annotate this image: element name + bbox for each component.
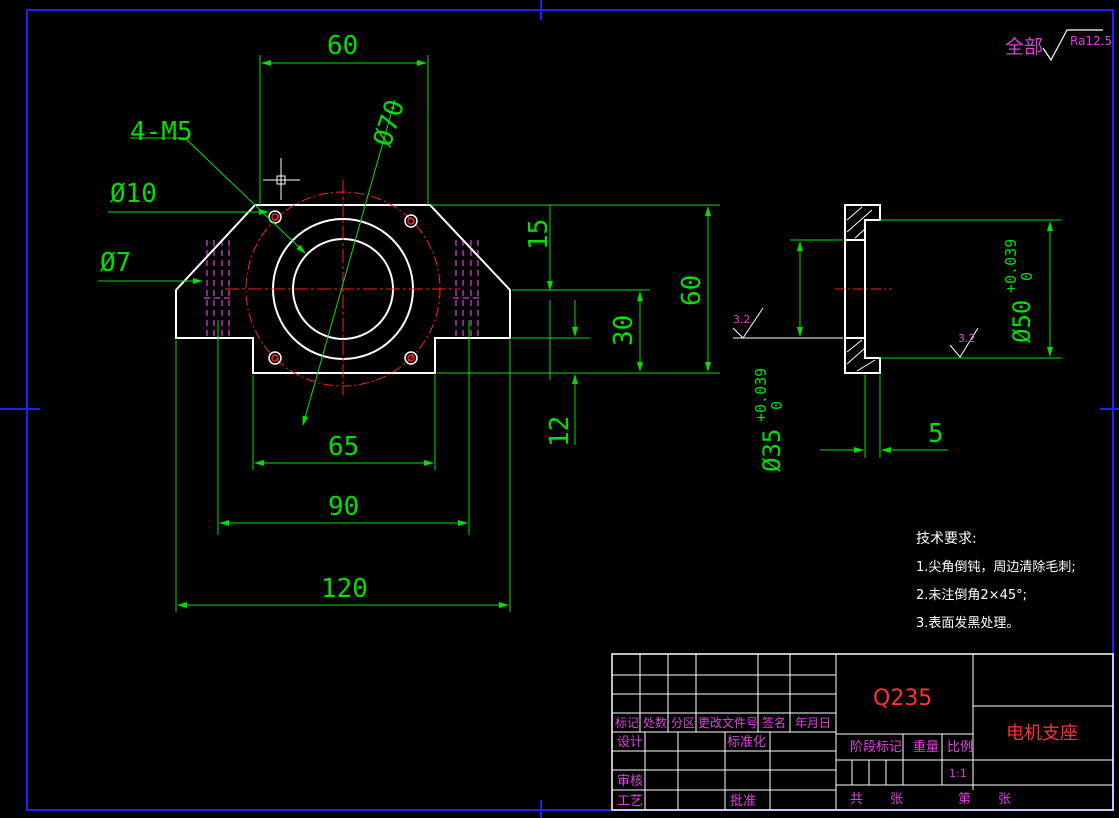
- tech-requirements: 技术要求: 1.尖角倒钝，周边清除毛刺; 2.未注倒角2×45°; 3.表面发黑…: [916, 531, 1076, 631]
- tb-total-label: 共: [850, 792, 863, 807]
- hidden-holes: [204, 240, 481, 340]
- bore-35-value: Ø35: [758, 429, 786, 472]
- section-view: 3.2 3.2 Ø35 +0.039 0 Ø50 +0.039 0 5: [732, 204, 1062, 472]
- bore-50-value: Ø50: [1008, 300, 1036, 343]
- support-outline: [175, 204, 511, 374]
- cad-crosshair: [263, 158, 300, 200]
- roughness-value: Ra12.5: [1070, 34, 1112, 48]
- material-value: Q235: [873, 686, 932, 711]
- section-hatching: [846, 206, 876, 372]
- dim-thk5: 5: [928, 419, 944, 449]
- front-dimension-lines: [98, 55, 720, 612]
- dim-h30: 30: [609, 315, 639, 346]
- tb-design: 设计: [617, 735, 643, 750]
- tb-stage-mark: 阶段标记: [850, 740, 902, 755]
- tb-weight: 重量: [913, 739, 939, 755]
- roughness-mark-left: 3.2: [733, 313, 751, 326]
- dim-w90: 90: [328, 492, 359, 522]
- center-lines: [225, 180, 460, 395]
- dim-holes: 4-M5: [130, 117, 193, 147]
- tb-sheet-label: 张: [890, 792, 903, 807]
- dim-top-width: 60: [327, 31, 358, 61]
- dim-bore-35: Ø35 +0.039 0: [752, 368, 786, 472]
- dim-w120: 120: [321, 574, 368, 604]
- tb-col-zone: 分区: [671, 716, 695, 730]
- roughness-marks: [732, 307, 979, 358]
- tech-item-2: 2.未注倒角2×45°;: [916, 588, 1027, 603]
- tb-review: 审核: [617, 774, 643, 789]
- part-name: 电机支座: [1006, 723, 1078, 744]
- roughness-prefix: 全部: [1005, 36, 1043, 58]
- dim-h60: 60: [677, 275, 707, 306]
- tb-page-label: 第: [958, 792, 971, 807]
- hole-bottom-left: [268, 351, 282, 365]
- tech-item-1: 1.尖角倒钝，周边清除毛刺;: [916, 560, 1076, 575]
- bore-50-tol-upper: +0.039: [1002, 239, 1020, 293]
- dim-diameter-70: Ø70: [368, 96, 411, 150]
- hole-bottom-right: [404, 351, 418, 365]
- roughness-mark-right: 3.2: [958, 332, 976, 345]
- tb-scale-label: 比例: [947, 740, 973, 755]
- tb-col-mark: 标记: [615, 716, 639, 730]
- bore-35-tol-lower: 0: [768, 401, 786, 410]
- dim-h15: 15: [524, 219, 554, 250]
- dim-h12: 12: [545, 416, 575, 447]
- dim-dia-7: Ø7: [100, 248, 131, 278]
- tb-col-signature: 签名: [762, 715, 786, 730]
- section-outline: [844, 204, 881, 374]
- tb-process: 工艺: [617, 794, 643, 809]
- dim-w65: 65: [328, 432, 359, 462]
- hole-top-left: [268, 210, 282, 224]
- tb-page-sheet: 张: [998, 792, 1011, 807]
- roughness-symbol: 全部 Ra12.5: [1005, 29, 1112, 62]
- title-block: Q235 电机支座 标记 处数 分区 更改文件号 签名 年月日 设计 标准化 审…: [611, 653, 1114, 811]
- bore-50-tol-lower: 0: [1018, 272, 1036, 281]
- dim-bore-50: Ø50 +0.039 0: [1002, 239, 1036, 343]
- tb-approve: 批准: [730, 794, 756, 809]
- tech-item-3: 3.表面发黑处理。: [916, 615, 1019, 631]
- hole-top-right: [404, 214, 418, 228]
- m5-holes: [268, 210, 418, 365]
- dim-dia-10: Ø10: [110, 179, 157, 209]
- front-view: 60 Ø70 4-M5 Ø10 Ø7 15 60 30 12 65 90 120: [98, 31, 720, 612]
- tb-col-date: 年月日: [795, 716, 831, 730]
- tech-title: 技术要求:: [916, 531, 977, 547]
- title-block-grid: [611, 653, 1114, 811]
- bore-35-tol-upper: +0.039: [752, 368, 770, 422]
- tb-col-change-doc: 更改文件号: [698, 715, 758, 730]
- tb-col-count: 处数: [643, 715, 667, 730]
- tb-scale-value: 1:1: [949, 767, 967, 780]
- tb-standardize: 标准化: [727, 735, 766, 750]
